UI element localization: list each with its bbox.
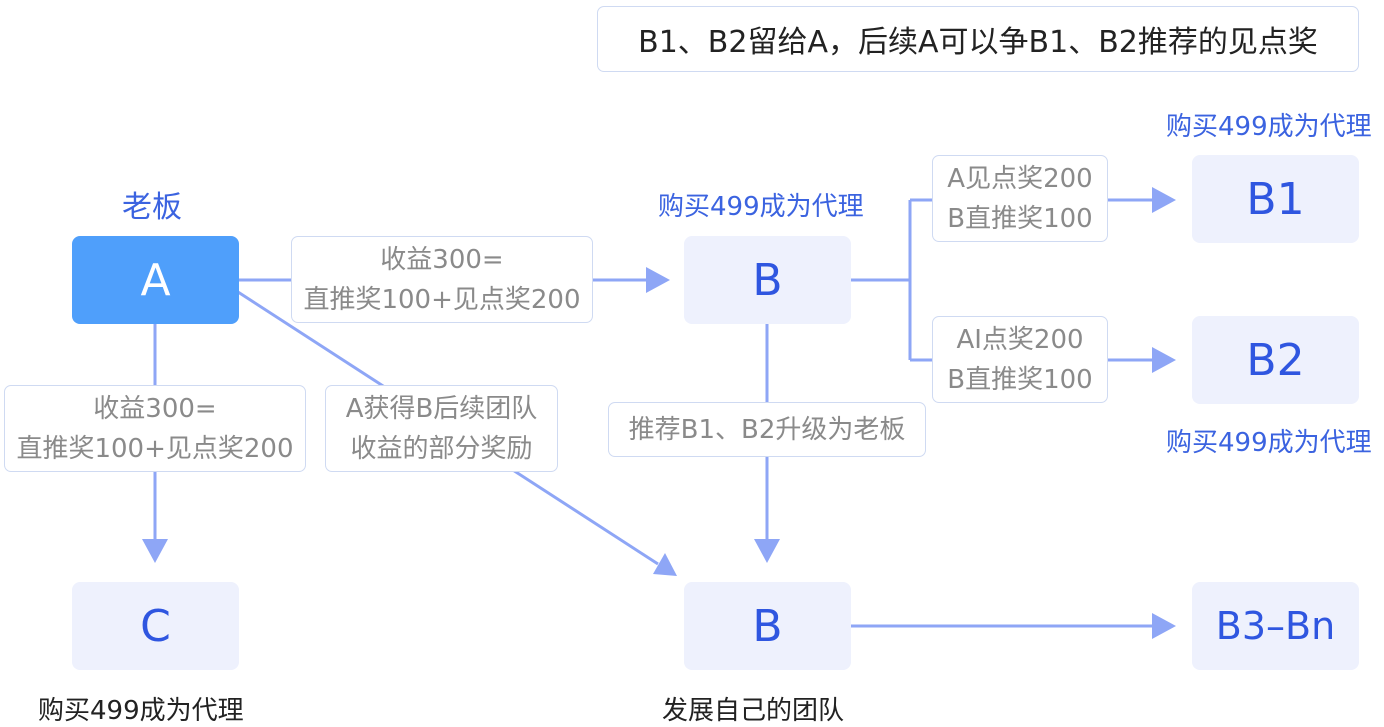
node-b-bottom: B (684, 582, 851, 670)
node-b1: B1 (1192, 155, 1359, 243)
node-b2-label: B2 (1246, 334, 1305, 386)
edge-label-b-to-b1: A见点奖200 B直推奖100 (932, 155, 1108, 242)
node-b2: B2 (1192, 316, 1359, 404)
caption-b-buy: 购买499成为代理 (658, 192, 864, 222)
node-b3-bn: B3–Bn (1192, 582, 1359, 670)
edge-label-line: B直推奖100 (947, 364, 1093, 395)
caption-c-buy: 购买499成为代理 (38, 696, 244, 726)
edge-b-split (851, 200, 912, 360)
arrowhead-b-bottom (754, 539, 780, 563)
edge-label-a-to-b: 收益300= 直推奖100+见点奖200 (291, 236, 593, 323)
arrowhead-b3 (1152, 613, 1176, 639)
edge-label-a-reward: A获得B后续团队 收益的部分奖励 (325, 385, 558, 472)
edge-label-line: 收益300= (93, 393, 217, 424)
node-b3-bn-label: B3–Bn (1215, 604, 1336, 648)
caption-own-team: 发展自己的团队 (662, 696, 845, 726)
edge-label-line: A见点奖200 (947, 163, 1093, 194)
node-c-label: C (140, 600, 171, 652)
caption-boss: 老板 (122, 190, 182, 225)
arrowhead-c (142, 539, 168, 563)
arrowhead-b (646, 267, 670, 293)
node-b-top: B (684, 236, 851, 324)
node-b-bottom-label: B (752, 600, 783, 652)
node-b-top-label: B (752, 254, 783, 306)
node-b1-label: B1 (1246, 173, 1305, 225)
edge-label-line: 直推奖100+见点奖200 (16, 433, 294, 464)
arrowhead-b2 (1152, 347, 1176, 373)
caption-b1-buy: 购买499成为代理 (1166, 112, 1372, 142)
arrowhead-b1 (1152, 187, 1176, 213)
edge-label-line: 直推奖100+见点奖200 (303, 284, 581, 315)
edge-label-b-to-b2: AI点奖200 B直推奖100 (932, 316, 1108, 403)
edge-label-b-recommend: 推荐B1、B2升级为老板 (608, 402, 926, 457)
edge-label-line: AI点奖200 (956, 324, 1084, 355)
node-c: C (72, 582, 239, 670)
edge-label-line: A获得B后续团队 (345, 393, 538, 424)
caption-b2-buy: 购买499成为代理 (1166, 428, 1372, 458)
note-box: B1、B2留给A，后续A可以争B1、B2推荐的见点奖 (597, 6, 1359, 72)
node-a: A (72, 236, 239, 324)
edge-label-line: B直推奖100 (947, 203, 1093, 234)
node-a-label: A (140, 254, 171, 306)
arrowhead-b-bottom-diagonal (653, 553, 677, 576)
edge-label-line: 收益的部分奖励 (350, 433, 533, 464)
edge-label-a-to-c: 收益300= 直推奖100+见点奖200 (4, 385, 306, 472)
edge-label-line: 收益300= (380, 244, 504, 275)
note-text: B1、B2留给A，后续A可以争B1、B2推荐的见点奖 (638, 25, 1318, 60)
edge-label-line: 推荐B1、B2升级为老板 (628, 414, 906, 445)
